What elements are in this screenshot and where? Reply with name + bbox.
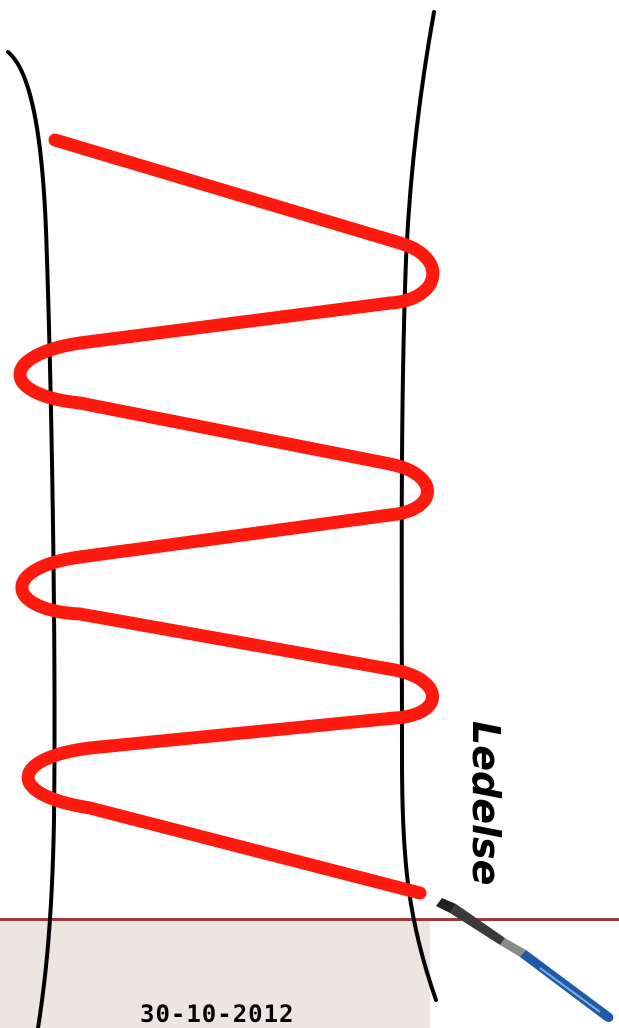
paintbrush-icon — [436, 898, 613, 1022]
left-column-line — [8, 52, 55, 1028]
side-label: Ledelse — [466, 721, 506, 851]
footer-date: 30-10-2012 — [140, 1002, 295, 1026]
red-spiral — [20, 140, 433, 893]
